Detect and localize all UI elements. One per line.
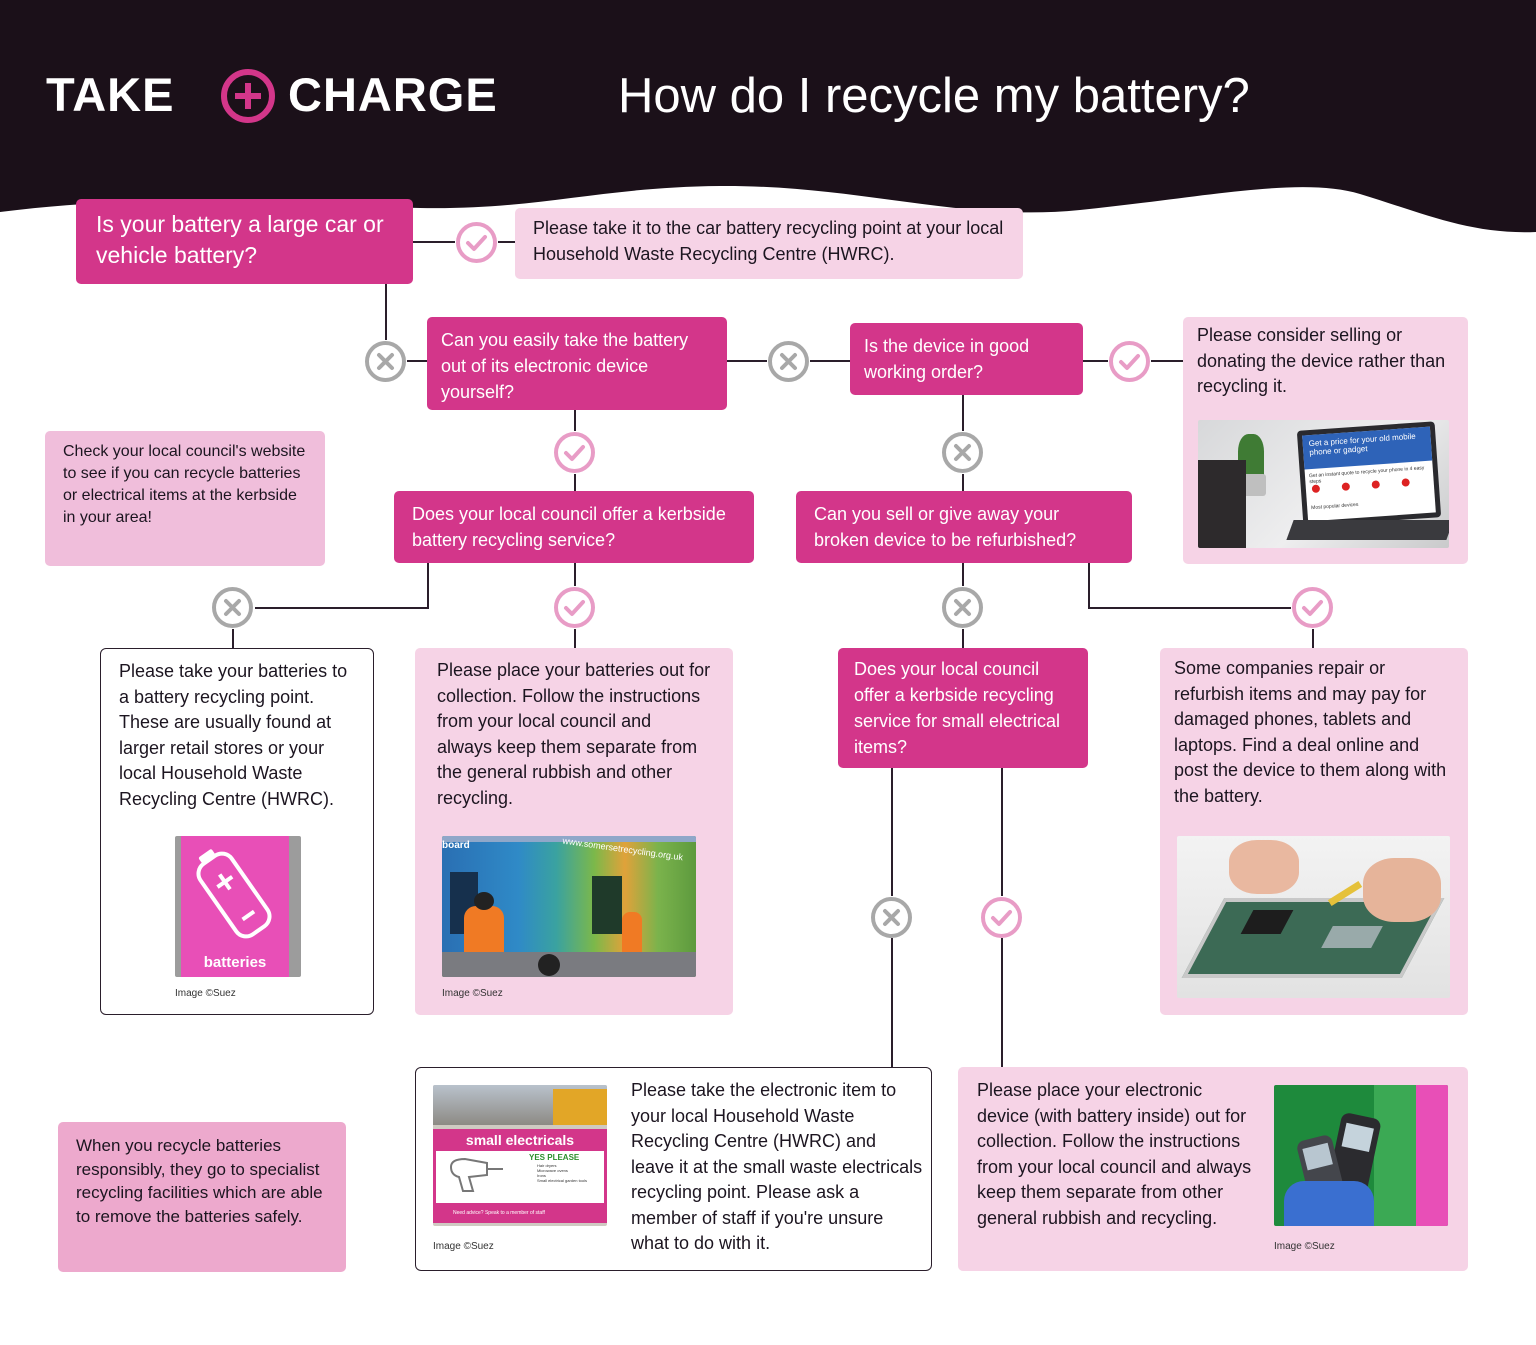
- batteries-sign-label: batteries: [203, 954, 267, 971]
- cross-circle-icon: [942, 432, 983, 473]
- answer-refurbish-companies-text: Some companies repair or refurbish items…: [1174, 658, 1447, 806]
- answer-battery-recycling-point: Please take your batteries to a battery …: [100, 648, 374, 1015]
- plus-circle-icon: [221, 69, 275, 123]
- answer-hwrc-small-electricals-text: Please take the electronic item to your …: [631, 1080, 923, 1253]
- batteries-bin-photo: batteries: [175, 836, 301, 977]
- repair-photo: [1177, 836, 1450, 998]
- sign-footer: Need advice? Speak to a member of staff: [433, 1203, 607, 1223]
- answer-car-battery: Please take it to the car battery recycl…: [515, 208, 1023, 279]
- image-credit: Image ©Suez: [1274, 1241, 1335, 1252]
- cross-circle-icon: [768, 341, 809, 382]
- info-recycle-responsibly: When you recycle batteries responsibly, …: [58, 1122, 346, 1272]
- answer-sell-donate-text: Please consider selling or donating the …: [1197, 325, 1446, 396]
- answer-battery-recycling-point-text: Please take your batteries to a battery …: [119, 661, 348, 809]
- laptop-photo: Get a price for your old mobile phone or…: [1198, 420, 1449, 548]
- hand: [1363, 858, 1441, 922]
- page-title: How do I recycle my battery?: [618, 69, 1250, 123]
- check-circle-icon: [1109, 341, 1150, 382]
- info-check-council: Check your local council's website to se…: [45, 431, 325, 566]
- answer-place-batteries-out-text: Please place your batteries out for coll…: [437, 660, 711, 808]
- question-car-battery: Is your battery a large car or vehicle b…: [76, 199, 413, 284]
- question-sell-refurbish: Can you sell or give away your broken de…: [796, 491, 1132, 563]
- person-silhouette: [1198, 460, 1246, 548]
- check-circle-icon: [554, 432, 595, 473]
- laptop-screen: Get a price for your old mobile phone or…: [1296, 421, 1442, 527]
- check-circle-icon: [981, 897, 1022, 938]
- image-credit: Image ©Suez: [175, 988, 236, 999]
- truck-label: board: [442, 840, 470, 851]
- laptop-keyboard: [1286, 520, 1449, 540]
- sign-subtitle: YES PLEASE: [529, 1153, 580, 1162]
- image-credit: Image ©Suez: [433, 1241, 494, 1252]
- check-circle-icon: [554, 587, 595, 628]
- image-credit: Image ©Suez: [442, 988, 503, 999]
- sign-title: small electricals: [433, 1129, 607, 1151]
- laptop-screen-heading: Get a price for your old mobile phone or…: [1302, 426, 1433, 470]
- cross-circle-icon: [871, 897, 912, 938]
- cross-circle-icon: [212, 587, 253, 628]
- sign-item: Hair dryers: [537, 1163, 557, 1168]
- sign-item: Small electrical garden tools: [537, 1178, 588, 1183]
- cross-circle-icon: [365, 341, 406, 382]
- question-kerbside-electricals: Does your local council offer a kerbside…: [838, 648, 1088, 768]
- hand: [1229, 840, 1299, 894]
- question-device-working: Is the device in good working order?: [850, 323, 1083, 395]
- question-kerbside-battery: Does your local council offer a kerbside…: [394, 491, 754, 563]
- plant-pot: [1242, 474, 1266, 496]
- small-electricals-sign-photo: small electricals YES PLEASE Hair dryers…: [433, 1085, 607, 1226]
- sign-item: Irons: [537, 1173, 546, 1178]
- check-circle-icon: [456, 222, 497, 263]
- laptop-screen-footer: Most popular devices: [1311, 501, 1359, 512]
- collection-truck-photo: board www.somersetrecycling.org.uk: [442, 836, 696, 977]
- cross-circle-icon: [942, 587, 983, 628]
- answer-device-collection-text: Please place your electronic device (wit…: [977, 1080, 1252, 1228]
- mobile-phones-photo: [1274, 1085, 1448, 1226]
- brand-take: TAKE: [46, 68, 175, 121]
- brand-charge: CHARGE: [288, 68, 498, 121]
- check-circle-icon: [1292, 587, 1333, 628]
- question-remove-battery: Can you easily take the battery out of i…: [427, 317, 727, 410]
- gloved-hand: [1284, 1181, 1374, 1226]
- hair-dryer-icon: [449, 1157, 503, 1192]
- battery-icon: [196, 849, 272, 939]
- sign-item: Microwave ovens: [537, 1168, 568, 1173]
